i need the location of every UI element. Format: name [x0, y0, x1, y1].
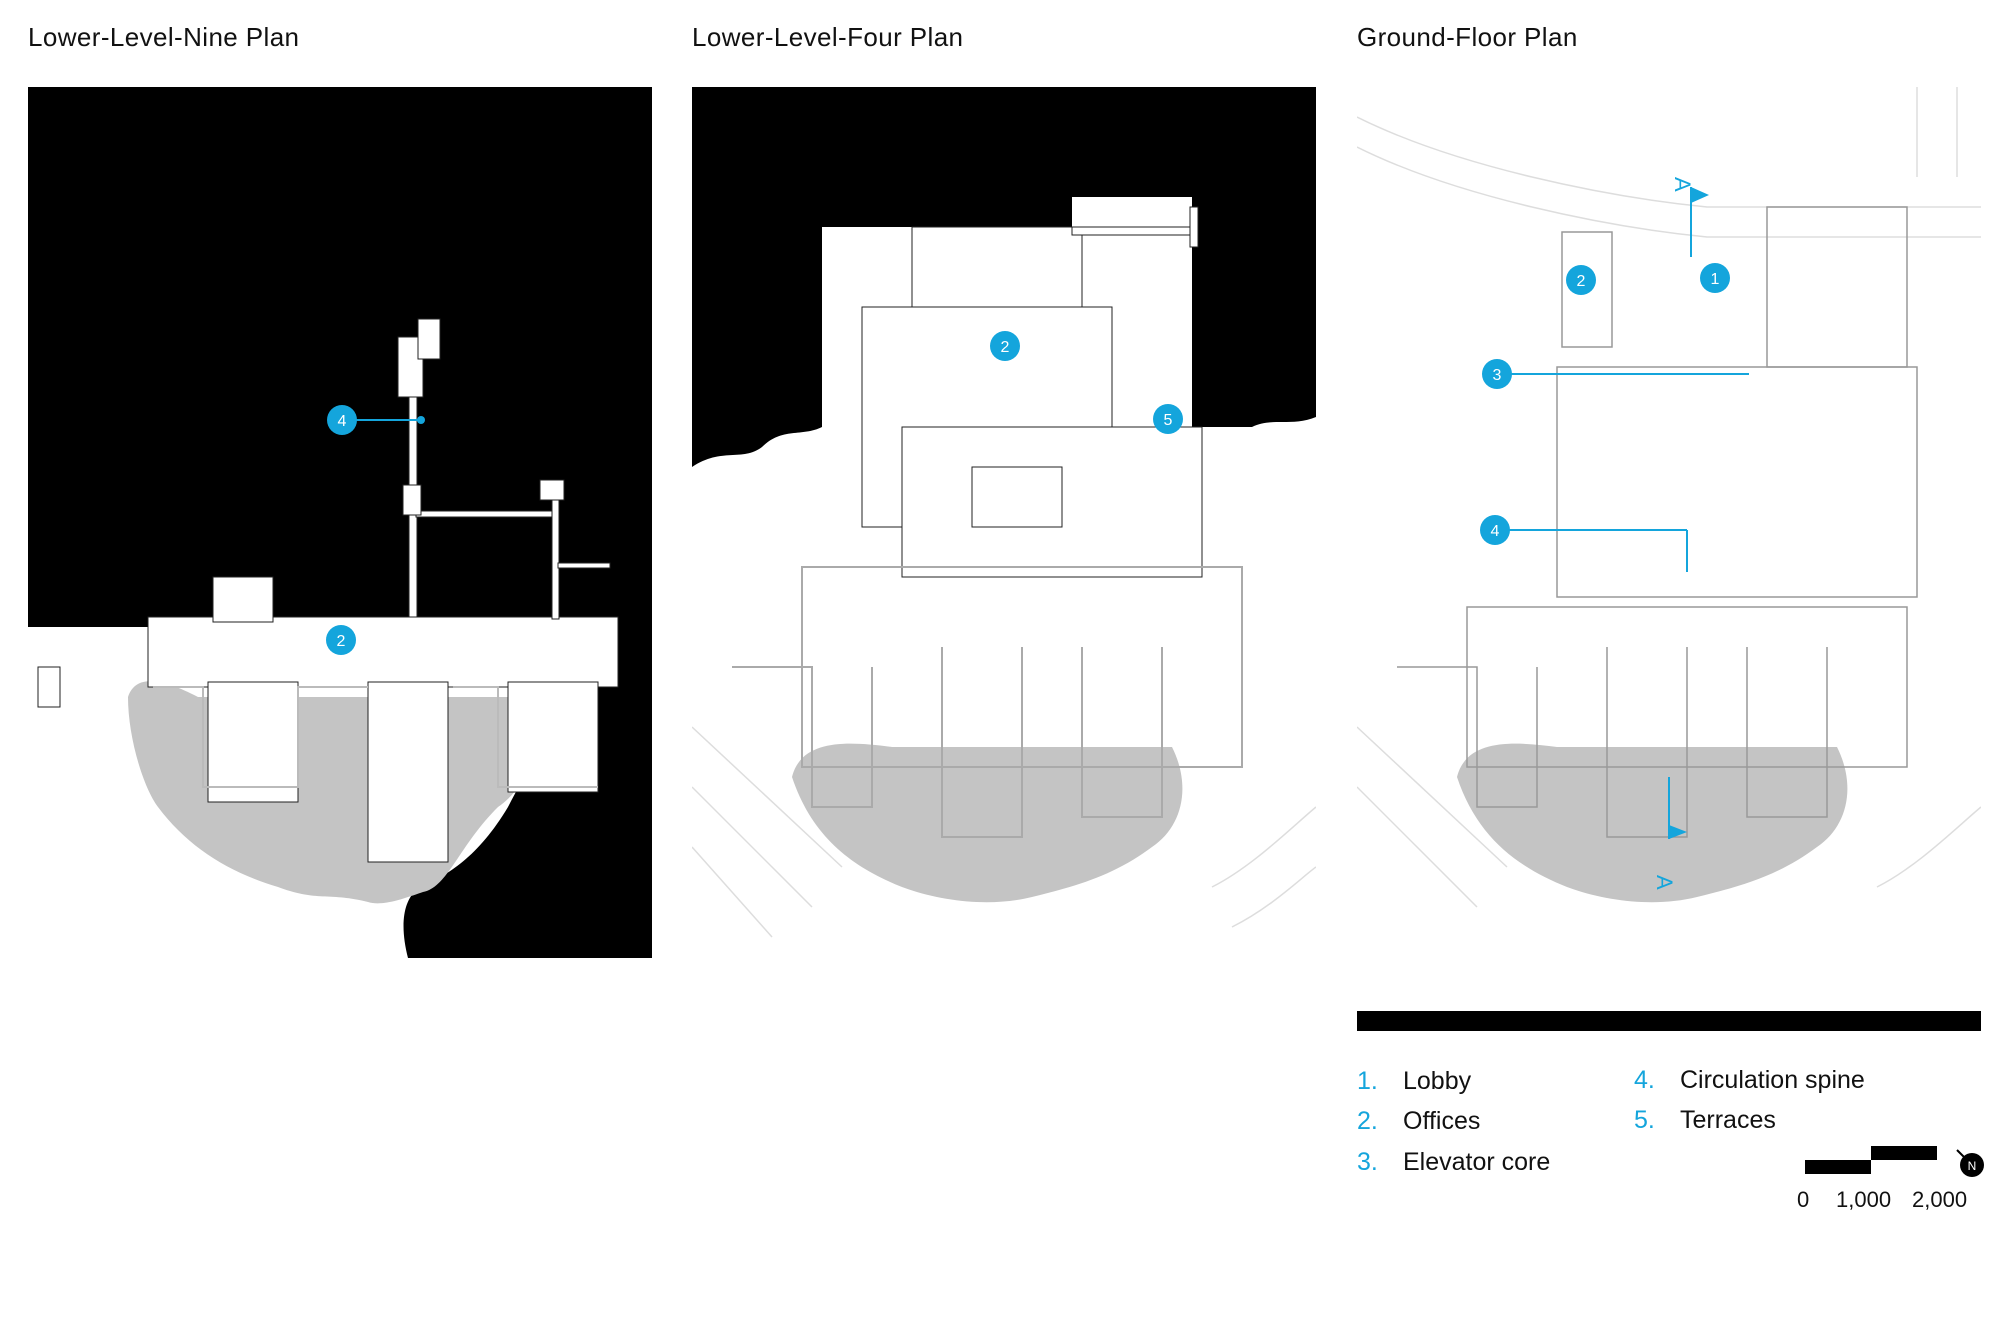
legend-label-1: Lobby: [1403, 1067, 1472, 1095]
callout-3-circle: [1482, 359, 1512, 389]
callout-5-label: 5: [1164, 412, 1173, 429]
callout-4-circle: [1480, 515, 1510, 545]
callout-5-circle: [1153, 404, 1183, 434]
legend-item-4: 4. Circulation spine: [1634, 1066, 1865, 1095]
plan-lower-level-four: 2 5: [692, 87, 1316, 958]
callout-2-label: 2: [1001, 339, 1010, 356]
ground-mass: [28, 87, 652, 958]
callout-4-label: 4: [1491, 523, 1500, 540]
plan-ground-floor-drawing: A A 1 2 3 4: [1357, 87, 1981, 908]
legend-bar: [1357, 1011, 1981, 1031]
callout-4-circle: [327, 405, 357, 435]
plan-lower-level-nine: 4 2: [28, 87, 652, 958]
terrace-outlines: [732, 566, 1243, 838]
legend-num-2: 2.: [1357, 1107, 1378, 1135]
plan-ground-floor: A A 1 2 3 4: [1357, 87, 1981, 958]
plan-title-ground-floor: Ground-Floor Plan: [1357, 22, 1578, 52]
plan-lower-level-nine-drawing: 4 2: [28, 87, 652, 958]
callout-2: 2: [326, 625, 356, 655]
legend-num-4: 4.: [1634, 1066, 1655, 1094]
section-line-a: A A: [1652, 177, 1709, 890]
north-arrow-icon: N: [1955, 1148, 1985, 1178]
scale-bar-segment-2: [1871, 1146, 1937, 1160]
legend-label-3: Elevator core: [1403, 1148, 1551, 1176]
north-label: N: [1968, 1159, 1977, 1173]
plan-title-lower-level-four: Lower-Level-Four Plan: [692, 22, 964, 52]
callout-2-circle: [990, 331, 1020, 361]
callout-2-circle: [1566, 265, 1596, 295]
callout-1: 1: [1700, 263, 1730, 293]
site-lines: [1357, 87, 1981, 908]
ground-mass: [692, 87, 1316, 467]
site-lines: [692, 726, 1316, 938]
legend-num-1: 1.: [1357, 1067, 1378, 1095]
legend-item-5: 5. Terraces: [1634, 1106, 1776, 1135]
scale-label-0: 0: [1797, 1187, 1810, 1212]
callout-4: 4: [1480, 515, 1688, 572]
legend-label-4: Circulation spine: [1680, 1066, 1865, 1094]
legend-label-2: Offices: [1403, 1107, 1481, 1135]
legend-item-1: 1. Lobby: [1357, 1067, 1471, 1096]
callout-3: 3: [1482, 359, 1749, 389]
callout-5: 5: [1153, 404, 1183, 434]
building-outlines: [1397, 206, 1918, 838]
scale-bar: [1805, 1146, 1937, 1174]
plan-title-lower-level-nine: Lower-Level-Nine Plan: [28, 22, 300, 52]
legend-num-3: 3.: [1357, 1148, 1378, 1176]
legend-item-3: 3. Elevator core: [1357, 1148, 1550, 1177]
callout-4: 4: [327, 405, 425, 435]
scale-label-1000: 1,000: [1836, 1187, 1892, 1212]
callout-2-label: 2: [1577, 273, 1586, 290]
callout-1-label: 1: [1711, 271, 1720, 288]
legend-num-5: 5.: [1634, 1106, 1655, 1134]
legend-item-2: 2. Offices: [1357, 1107, 1480, 1136]
scale-label-2000: 2,000: [1912, 1187, 1968, 1212]
water-body: [1457, 743, 1848, 903]
water-body: [792, 743, 1183, 903]
callout-2: 2: [1566, 265, 1596, 295]
building-footprint: [37, 318, 619, 863]
scale-bar-segment-1: [1805, 1160, 1871, 1174]
shoreline-edge: [28, 627, 158, 647]
section-letter-bottom: A: [1652, 875, 1677, 890]
section-letter-top: A: [1670, 177, 1695, 192]
callout-2: 2: [990, 331, 1020, 361]
callout-4-dot: [417, 416, 425, 424]
building-footprint: [861, 206, 1203, 578]
legend-label-5: Terraces: [1680, 1106, 1776, 1134]
callout-2-label: 2: [337, 633, 346, 650]
callout-2-circle: [326, 625, 356, 655]
terrace-outlines: [153, 686, 598, 788]
callout-3-label: 3: [1493, 367, 1502, 384]
callout-1-circle: [1700, 263, 1730, 293]
callout-4-label: 4: [338, 413, 347, 430]
plan-lower-level-four-drawing: 2 5: [692, 87, 1316, 938]
